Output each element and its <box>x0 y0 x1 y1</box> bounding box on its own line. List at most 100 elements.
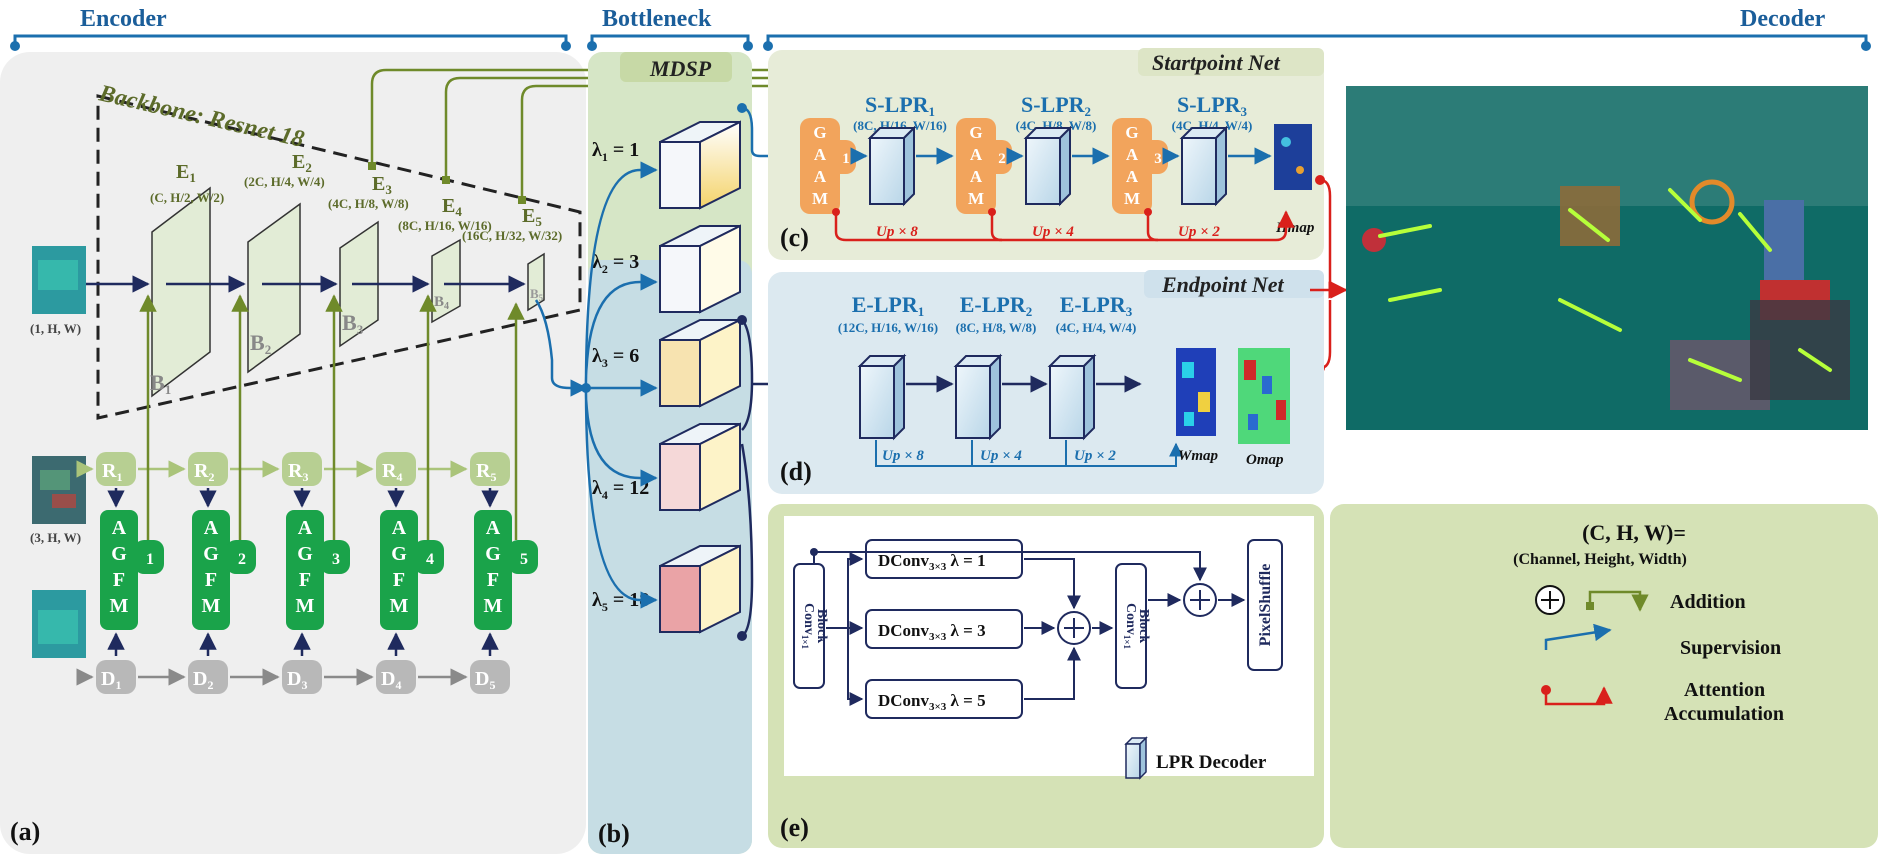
svg-text:G: G <box>391 543 407 565</box>
svg-text:1: 1 <box>146 551 154 568</box>
lpr-decoder-legend: LPR Decoder <box>1156 752 1267 773</box>
svg-text:A: A <box>1126 167 1139 186</box>
conv-block-1 <box>793 563 825 689</box>
backbone-blocks <box>151 186 545 398</box>
feature-e3-dims: (4C, H/8, W/8) <box>328 196 409 211</box>
node-r2: R2 <box>194 460 214 484</box>
lambda-1: λ1 = 1 <box>592 139 639 164</box>
omap-label: Omap <box>1246 452 1284 468</box>
endpoint-title: Endpoint Net <box>1161 272 1285 297</box>
panel-label-e: (e) <box>780 813 809 842</box>
hmap-image <box>1274 124 1312 190</box>
e-up-8: Up × 8 <box>882 448 924 464</box>
e-up-4: Up × 4 <box>980 448 1022 464</box>
svg-text:Conv1×1: Conv1×1 <box>800 603 816 650</box>
legend-chw: (C, H, W)= <box>1582 520 1686 545</box>
pixelshuffle-block <box>1247 539 1283 671</box>
svg-text:M: M <box>484 595 503 617</box>
mdsp-branches <box>659 120 741 634</box>
svg-text:M: M <box>296 595 315 617</box>
block-b4: B4 <box>434 294 449 312</box>
svg-text:4: 4 <box>426 551 434 568</box>
panel-label-d: (d) <box>780 457 812 486</box>
legend-chw-desc: (Channel, Height, Width) <box>1513 551 1687 568</box>
legend-addition: Addition <box>1670 591 1746 613</box>
node-d2: D2 <box>193 668 213 692</box>
svg-text:DConv3×3 λ = 1: DConv3×3 λ = 1 <box>878 551 986 573</box>
svg-text:F: F <box>393 569 405 591</box>
depth-input-dims: (1, H, W) <box>30 321 81 336</box>
svg-text:F: F <box>113 569 125 591</box>
wmap-label: Wmap <box>1178 448 1219 464</box>
s-lpr-1: S-LPR1 <box>865 92 935 119</box>
lambda-4: λ4 = 12 <box>592 477 649 502</box>
backbone-outline <box>96 94 582 420</box>
svg-text:G: G <box>203 543 219 565</box>
s-lpr-1-dims: (8C, H/16, W/16) <box>853 118 947 133</box>
lambda-2: λ2 = 3 <box>592 251 639 276</box>
feature-e5: E5 <box>522 205 542 229</box>
dconv-2 <box>865 609 1023 649</box>
feature-e4-dims: (8C, H/16, W/16) <box>398 218 492 233</box>
svg-text:F: F <box>205 569 217 591</box>
feature-e4: E4 <box>442 195 462 219</box>
svg-text:Block: Block <box>814 609 829 643</box>
svg-text:2: 2 <box>238 551 246 568</box>
s-up-4: Up × 4 <box>1032 224 1074 240</box>
conv-block-2 <box>1115 563 1147 689</box>
block-b3: B3 <box>342 310 364 337</box>
svg-text:G: G <box>969 123 982 142</box>
encoder-section-label: Encoder <box>80 6 167 32</box>
panel-label-b: (b) <box>598 819 630 848</box>
svg-text:DConv3×3 λ = 3: DConv3×3 λ = 3 <box>878 621 986 643</box>
svg-text:G: G <box>485 543 501 565</box>
svg-text:F: F <box>487 569 499 591</box>
svg-text:F: F <box>299 569 311 591</box>
svg-text:M: M <box>812 189 828 208</box>
svg-text:3: 3 <box>332 551 340 568</box>
dconv-3 <box>865 679 1023 719</box>
gaam-modules <box>800 118 1168 214</box>
svg-text:A: A <box>970 167 983 186</box>
svg-text:PixelShuffle: PixelShuffle <box>1257 564 1274 647</box>
svg-text:M: M <box>202 595 221 617</box>
svg-text:2: 2 <box>998 151 1006 167</box>
block-b1: B1 <box>150 370 171 397</box>
node-r5: R5 <box>476 460 496 484</box>
svg-text:A: A <box>392 517 407 539</box>
svg-text:G: G <box>297 543 313 565</box>
svg-text:M: M <box>1124 189 1140 208</box>
s-up-2: Up × 2 <box>1178 224 1220 240</box>
block-b5: B5 <box>530 286 544 303</box>
svg-text:Block: Block <box>1136 609 1151 643</box>
svg-text:A: A <box>970 145 983 164</box>
result-image <box>1346 86 1868 430</box>
feature-e2: E2 <box>292 151 312 175</box>
dconv-1 <box>865 539 1023 579</box>
e-lpr-3: E-LPR3 <box>1060 292 1133 319</box>
bottleneck-section-label: Bottleneck <box>602 6 712 32</box>
svg-text:5: 5 <box>520 551 528 568</box>
e-up-2: Up × 2 <box>1074 448 1116 464</box>
svg-text:G: G <box>813 123 826 142</box>
s-lpr-boxes <box>867 125 1229 207</box>
node-r1: R1 <box>102 460 122 484</box>
svg-text:A: A <box>298 517 313 539</box>
panel-label-a: (a) <box>10 817 40 846</box>
svg-text:A: A <box>112 517 127 539</box>
agfm-modules <box>100 510 538 630</box>
svg-text:A: A <box>1126 145 1139 164</box>
svg-text:A: A <box>204 517 219 539</box>
node-d5: D5 <box>475 668 495 692</box>
addition-arrow-icon <box>1588 590 1649 612</box>
lambda-3: λ3 = 6 <box>592 345 639 370</box>
svg-text:G: G <box>111 543 127 565</box>
decoder-section-label: Decoder <box>1740 6 1826 32</box>
panel-label-c: (c) <box>780 223 809 252</box>
